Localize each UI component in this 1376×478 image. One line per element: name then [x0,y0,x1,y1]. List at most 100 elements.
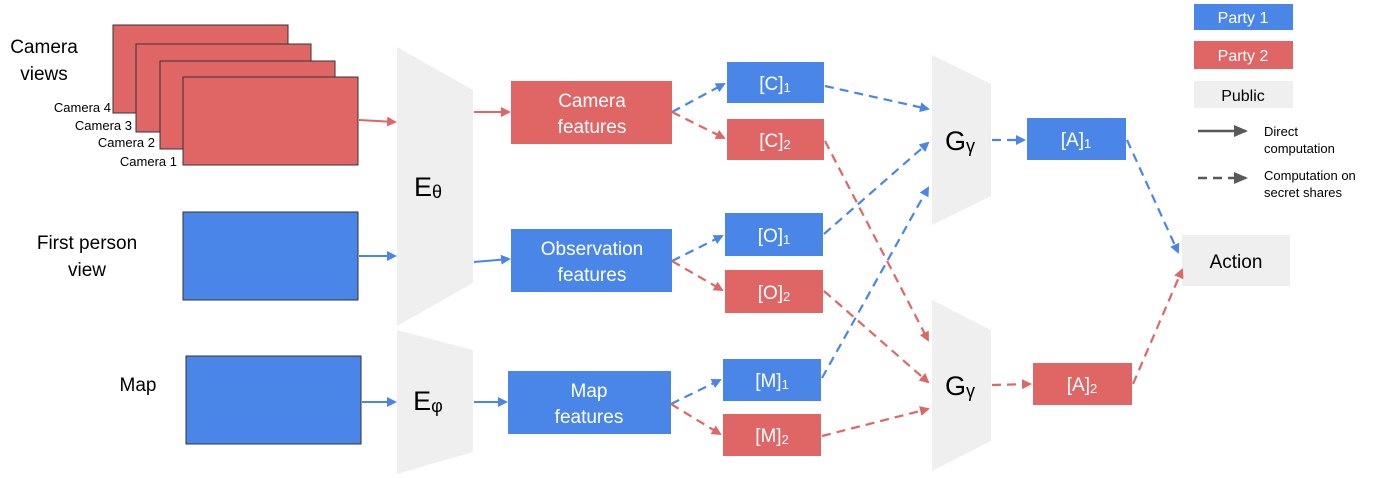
arrow-a2-to-action [1131,268,1184,385]
action-label: Action [1210,252,1263,273]
arrow-mapfeat-to-m2 [670,403,722,436]
share-a1-sub: 1 [1084,136,1091,151]
legend-party2-label: Party 2 [1218,48,1269,65]
arrow-m1-to-gtop [821,186,929,379]
share-a2-sub: 2 [1090,381,1097,396]
share-o1-label: [O]1 [758,226,791,247]
share-a1-base: [A] [1061,130,1084,151]
camera-views-title-line2: views [20,64,68,85]
share-c1-box [727,62,824,103]
share-o2-label: [O]2 [758,283,791,304]
arrow-mapfeat-to-m1 [670,379,722,405]
first-person-view-frame [182,211,359,301]
arrow-obsfeat-to-o2 [671,260,724,292]
arrow-o1-to-gtop [823,141,930,235]
observation-features-line2: features [558,265,627,286]
policy-g-top-label: Gγ [945,126,975,156]
map-features-line1: Map [571,381,608,402]
legend-secret-line2: secret shares [1264,185,1343,200]
arrow-c2-to-gbottom [824,140,929,342]
arrow-encoder-to-observation-features [473,254,511,265]
camera-1-label: Camera 1 [120,154,177,169]
encoder-phi-base: E [413,386,431,416]
map-features-line2: features [555,407,624,428]
first-person-label-line2: view [68,260,106,281]
camera-3-label: Camera 3 [75,118,132,133]
policy-g-top-trapezoid [932,55,991,225]
encoder-phi-trapezoid [397,330,473,474]
action-box [1182,235,1290,286]
policy-g-bottom-label: Gγ [945,371,975,401]
camera-1-frame [182,76,359,166]
share-a1-box [1027,118,1126,160]
share-c2-label: [C]2 [759,131,791,152]
legend-direct-line1: Direct [1264,124,1298,139]
observation-features-line1: Observation [541,239,643,260]
share-m2-label: [M]2 [755,426,789,447]
legend: Party 1 Party 2 Public Direct computatio… [1194,4,1356,200]
share-a2-box [1033,363,1132,405]
share-m1-sub: 1 [782,377,789,392]
encoder-theta-trapezoid [397,47,473,326]
share-o1-sub: 1 [783,232,790,247]
encoder-theta-sub: θ [432,182,442,202]
camera-features-line1: Camera [558,91,626,112]
arrow-camfeat-to-c2 [671,111,726,139]
arrow-gbottom-to-a2 [991,379,1032,390]
share-a2-base: [A] [1067,375,1090,396]
share-m2-sub: 2 [782,432,789,447]
share-c1-sub: 1 [784,80,791,95]
arrow-m2-to-gbottom [821,406,930,438]
share-o1-base: [O] [758,226,783,247]
policy-g-bottom-sub: γ [966,381,975,401]
legend-direct-line2: computation [1264,141,1335,156]
secret-share-arrows [670,83,1184,438]
share-a1-label: [A]1 [1061,130,1091,151]
legend-party2-swatch [1194,41,1293,69]
map-frame [185,355,362,445]
encoder-theta-label: Eθ [414,172,442,202]
map-features-box [508,371,671,434]
legend-public-label: Public [1221,88,1265,105]
arrow-camera-to-encoder [358,116,397,127]
share-c1-base: [C] [759,74,783,95]
share-o1-box [725,213,823,256]
policy-g-top-base: G [945,126,966,156]
share-m2-box [723,414,821,456]
arrow-camfeat-to-c1 [671,83,726,113]
arrow-o2-to-gbottom [823,290,930,384]
map-label: Map [120,375,157,396]
policy-g-bottom-base: G [945,371,966,401]
camera-views-title-line1: Camera [10,37,78,58]
share-m1-base: [M] [755,371,781,392]
share-o2-base: [O] [758,283,783,304]
share-c2-box [727,119,824,160]
share-c1-label: [C]1 [759,74,791,95]
legend-public-swatch [1194,81,1293,108]
share-c2-sub: 2 [784,137,791,152]
arrow-a1-to-action [1125,139,1180,254]
share-m1-box [723,359,821,401]
camera-features-line2: features [558,117,627,138]
share-o2-sub: 2 [783,289,790,304]
legend-secret-line1: Computation on [1264,168,1356,183]
legend-party1-label: Party 1 [1218,10,1269,27]
camera-2-label: Camera 2 [98,135,155,150]
observation-features-box [511,229,672,292]
share-o2-box [725,270,823,313]
encoder-phi-sub: φ [431,396,443,416]
encoder-phi-label: Eφ [413,386,443,416]
arrow-obsfeat-to-o1 [671,235,724,262]
arrow-c1-to-gtop [824,84,930,113]
share-a2-label: [A]2 [1067,375,1097,396]
camera-views-stack [112,24,359,166]
policy-g-top-sub: γ [966,136,975,156]
share-m2-base: [M] [755,426,781,447]
policy-g-bottom-trapezoid [932,300,991,471]
camera-4-label: Camera 4 [54,100,111,115]
first-person-label-line1: First person [37,233,137,254]
legend-party1-swatch [1194,4,1293,30]
camera-features-box [511,81,672,144]
share-c2-base: [C] [759,131,783,152]
